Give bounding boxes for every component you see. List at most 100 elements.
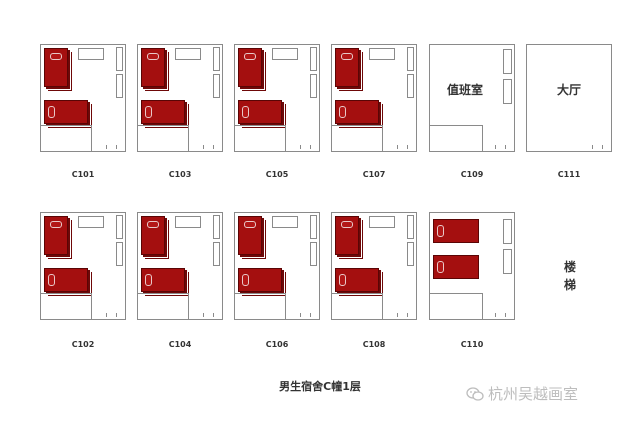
room-number: C104 [168,340,192,349]
room-number: C105 [265,170,289,179]
pillow [147,53,159,60]
wardrobe [310,74,317,98]
door-mark [505,145,506,149]
bed-horizontal [238,268,282,292]
door-mark [300,145,301,149]
bed-horizontal [141,268,185,292]
room-c107 [331,44,417,152]
bathroom [234,125,286,152]
bed-horizontal [238,100,282,124]
wardrobe [213,47,220,71]
door-mark [602,145,603,149]
wardrobe [213,215,220,239]
desk [78,216,104,228]
pillow [48,106,55,118]
wardrobe [310,242,317,266]
bathroom [331,293,383,320]
pillow [50,53,62,60]
wardrobe [116,242,123,266]
bed-horizontal [141,100,185,124]
wardrobe [503,249,512,274]
bed-horizontal [44,100,88,124]
room-number: C109 [460,170,484,179]
bed-vertical [238,216,262,255]
room-c109-duty: 值班室 [429,44,515,152]
room-c102 [40,212,126,320]
bathroom [40,293,92,320]
bathroom [40,125,92,152]
wardrobe [503,79,512,104]
bathroom [234,293,286,320]
pillow [145,274,152,286]
stairs-label: 楼梯 [563,260,576,292]
wardrobe [407,47,414,71]
bathroom [429,125,483,152]
door-mark [310,313,311,317]
pillow [48,274,55,286]
door-mark [106,145,107,149]
bed-horizontal [335,100,379,124]
room-c110 [429,212,515,320]
pillow [242,106,249,118]
duty-room-label: 值班室 [446,83,483,97]
bed-vertical [335,216,359,255]
desk [369,216,395,228]
room-number: C108 [362,340,386,349]
door-mark [310,145,311,149]
pillow [50,221,62,228]
door-mark [203,313,204,317]
door-mark [495,313,496,317]
pillow [339,274,346,286]
bathroom [331,125,383,152]
wardrobe [310,47,317,71]
pillow [242,274,249,286]
desk [272,216,298,228]
pillow [437,261,444,273]
wardrobe [407,215,414,239]
pillow [244,221,256,228]
wardrobe [116,215,123,239]
pillow [341,53,353,60]
desk [175,48,201,60]
wardrobe [213,242,220,266]
room-number: C101 [71,170,95,179]
desk [175,216,201,228]
door-mark [592,145,593,149]
bed-vertical [141,216,165,255]
room-number: C106 [265,340,289,349]
door-mark [505,313,506,317]
room-number: C111 [557,170,581,179]
door-mark [213,145,214,149]
pillow [244,53,256,60]
room-c111-hall: 大厅 [526,44,612,152]
wardrobe [116,47,123,71]
bed-vertical [238,48,262,87]
room-c104 [137,212,223,320]
room-number: C103 [168,170,192,179]
wechat-icon [466,386,484,401]
door-mark [213,313,214,317]
bathroom [429,293,483,320]
door-mark [203,145,204,149]
room-number: C107 [362,170,386,179]
bed-vertical [44,48,68,87]
door-mark [106,313,107,317]
wardrobe [213,74,220,98]
door-mark [397,313,398,317]
room-number: C102 [71,340,95,349]
pillow [145,106,152,118]
pillow [341,221,353,228]
bed-horizontal [44,268,88,292]
watermark-text: 杭州吴越画室 [488,385,579,403]
bathroom [137,125,189,152]
wardrobe [310,215,317,239]
bed-horizontal [433,219,479,243]
wardrobe [407,242,414,266]
wardrobe [116,74,123,98]
pillow [339,106,346,118]
door-mark [300,313,301,317]
wardrobe [407,74,414,98]
door-mark [116,313,117,317]
door-mark [116,145,117,149]
bathroom [137,293,189,320]
